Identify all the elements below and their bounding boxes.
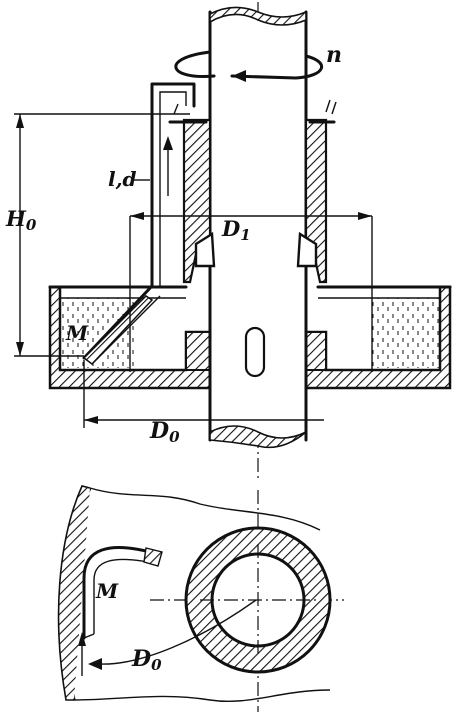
plan-dimension-diameter: D0 [78,599,257,676]
dimension-head-height: H0 [5,113,190,357]
rotation-arrow: n [174,42,342,82]
outer-diameter-label: D0 [149,418,180,446]
shaft-bottom-break [209,425,307,449]
fixed-housing [168,99,337,284]
pickup-tube [82,82,196,366]
tube-dims-label: l,d [108,167,137,191]
tube-dimension-label: l,d [108,167,150,191]
plan-view: M D0 [57,485,344,712]
shaft-keyway [244,326,266,378]
plan-inlet-point-label: M [95,579,119,603]
shaft-top-break [209,6,307,26]
inlet-point-label: M [65,321,89,345]
tube-inlet [82,295,154,366]
drum-hub-left [185,331,213,371]
rotation-label: n [326,42,342,68]
inner-diameter-label: D1 [221,216,251,244]
dimension-inner-diameter: D1 [129,212,373,372]
plan-pickup-tube [82,546,163,640]
gland-right [296,231,318,268]
plan-diameter-label: D0 [131,646,162,674]
elevation-view: n [5,2,452,480]
dimension-outer-diameter: D0 [83,360,324,446]
plan-drum-wall-outer [57,485,91,701]
shaft [208,6,308,449]
liquid-ring-right [372,298,440,368]
head-height-label: H0 [5,206,37,234]
gland-left [194,231,216,268]
